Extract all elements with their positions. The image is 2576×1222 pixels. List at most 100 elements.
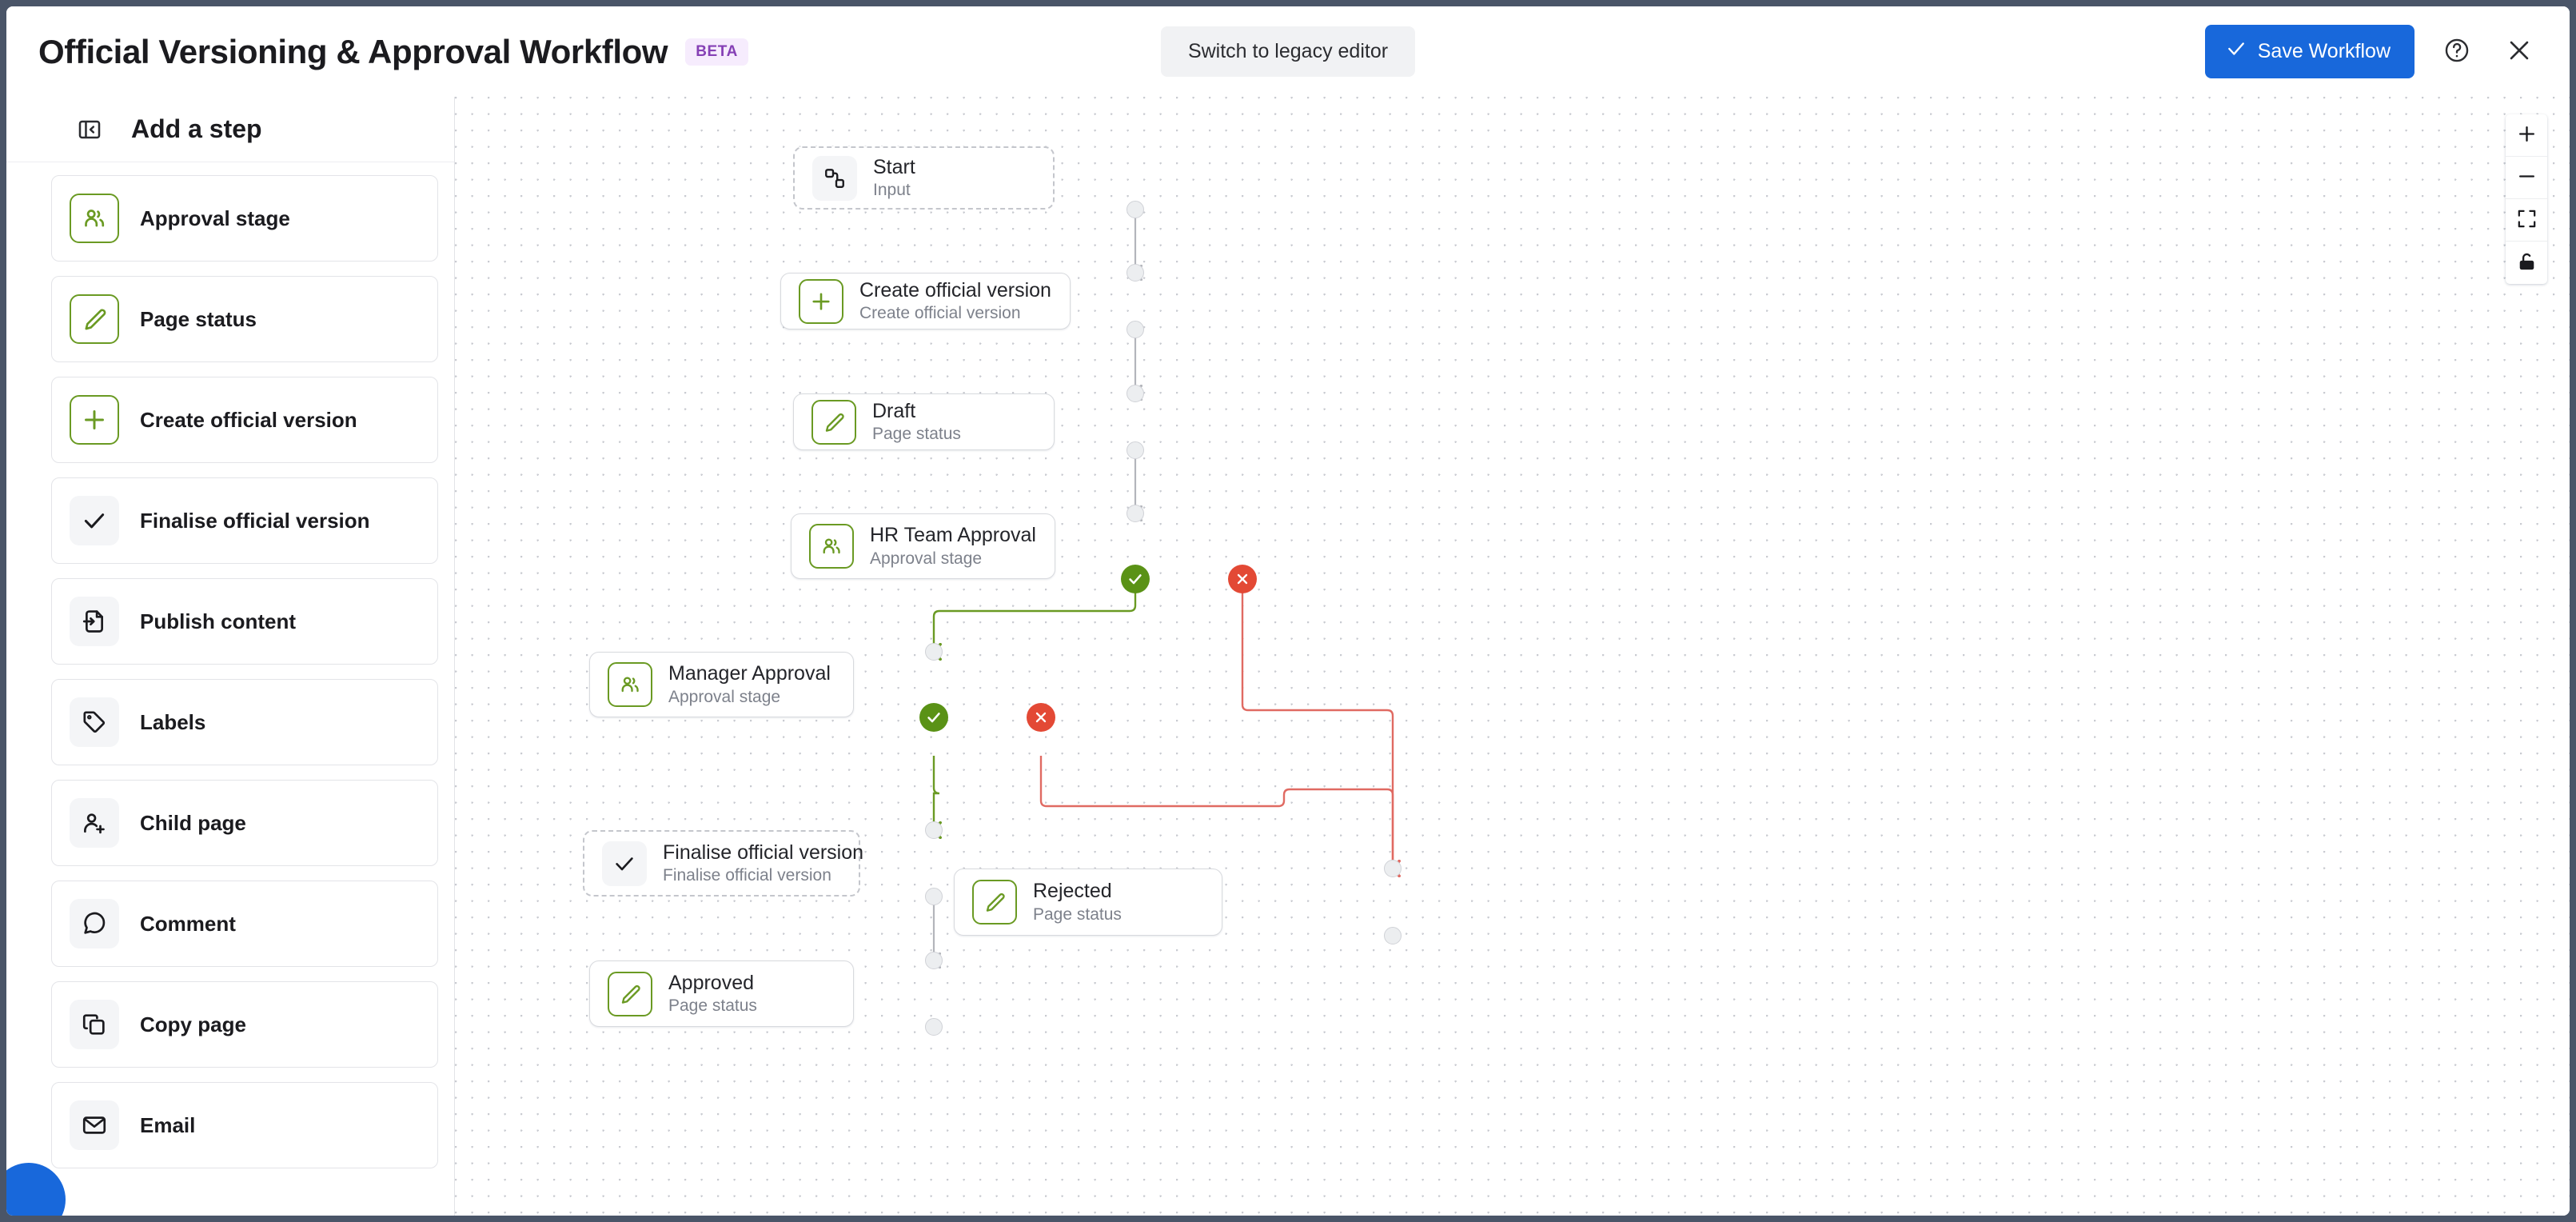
flow-node-subtitle: Page status bbox=[1033, 905, 1122, 924]
sidebar-step-copy-page[interactable]: Copy page bbox=[51, 981, 438, 1068]
approve-handle-manager[interactable] bbox=[919, 703, 948, 732]
sidebar-step-label: Page status bbox=[140, 306, 257, 331]
sidebar-step-comment[interactable]: Comment bbox=[51, 881, 438, 967]
fit-screen-icon bbox=[2516, 208, 2538, 232]
flow-node-title: Draft bbox=[872, 399, 916, 422]
reject-handle-manager[interactable] bbox=[1027, 703, 1055, 732]
flow-node-title: Finalise official version bbox=[663, 841, 864, 864]
flow-node-title: Start bbox=[873, 155, 915, 178]
zoom-in-button[interactable] bbox=[2506, 114, 2547, 157]
save-workflow-button[interactable]: Save Workflow bbox=[2204, 25, 2415, 78]
check-icon bbox=[2226, 38, 2247, 65]
sidebar-step-label: Create official version bbox=[140, 407, 357, 432]
pencil-icon bbox=[972, 880, 1017, 924]
flow-node-subtitle: Create official version bbox=[859, 304, 1021, 323]
sidebar-step-label: Labels bbox=[140, 709, 206, 734]
panel-collapse-icon[interactable] bbox=[77, 117, 102, 142]
sidebar-step-label: Approval stage bbox=[140, 206, 290, 230]
header-actions: Save Workflow bbox=[2204, 25, 2539, 78]
edge-manager-approve-finalise bbox=[934, 756, 939, 830]
node-handle-approved-1[interactable] bbox=[925, 1018, 943, 1036]
pencil-icon bbox=[70, 294, 119, 344]
cross-icon bbox=[1237, 573, 1248, 585]
publish-icon bbox=[70, 597, 119, 646]
reject-handle-hr[interactable] bbox=[1227, 565, 1257, 593]
sidebar-step-child-page[interactable]: Child page bbox=[51, 780, 438, 866]
plus-icon bbox=[799, 278, 843, 324]
node-handle-hr-0[interactable] bbox=[1126, 505, 1144, 522]
check-icon bbox=[70, 496, 119, 545]
fit-view-button[interactable] bbox=[2506, 199, 2547, 242]
node-handle-rejected-1[interactable] bbox=[1384, 927, 1402, 944]
edge-manager-reject-rejected bbox=[1039, 756, 1394, 869]
flow-node-subtitle: Approval stage bbox=[668, 687, 781, 706]
node-handle-finalise-0[interactable] bbox=[925, 821, 943, 839]
help-button[interactable] bbox=[2437, 32, 2477, 72]
node-handle-draft-1[interactable] bbox=[1126, 441, 1144, 459]
sidebar-step-finalise-official-version[interactable]: Finalise official version bbox=[51, 477, 438, 564]
sidebar-step-approval-stage[interactable]: Approval stage bbox=[51, 175, 438, 262]
unlock-icon bbox=[2516, 251, 2538, 275]
person-add-icon bbox=[70, 798, 119, 848]
comment-icon bbox=[70, 899, 119, 948]
node-handle-create-1[interactable] bbox=[1126, 321, 1144, 338]
flow-node-subtitle: Page status bbox=[668, 996, 757, 1016]
node-handle-rejected-0[interactable] bbox=[1384, 860, 1402, 877]
edge-hr-reject-rejected bbox=[1241, 579, 1393, 869]
sidebar-step-labels[interactable]: Labels bbox=[51, 679, 438, 765]
node-handle-finalise-1[interactable] bbox=[925, 888, 943, 905]
tag-icon bbox=[70, 697, 119, 747]
sidebar-title: Add a step bbox=[131, 114, 262, 143]
node-handle-start-0[interactable] bbox=[1126, 201, 1144, 218]
pencil-icon bbox=[608, 971, 652, 1016]
sidebar-step-publish-content[interactable]: Publish content bbox=[51, 578, 438, 665]
sidebar-step-label: Email bbox=[140, 1112, 196, 1137]
page-title: Official Versioning & Approval Workflow bbox=[38, 32, 668, 70]
save-workflow-label: Save Workflow bbox=[2257, 40, 2391, 62]
envelope-icon bbox=[70, 1100, 119, 1150]
check-icon bbox=[602, 841, 647, 886]
canvas-zoom-controls bbox=[2506, 114, 2547, 284]
node-handle-create-0[interactable] bbox=[1126, 264, 1144, 282]
approve-handle-hr[interactable] bbox=[1120, 565, 1150, 593]
close-icon bbox=[2506, 37, 2533, 66]
close-button[interactable] bbox=[2499, 32, 2539, 72]
sidebar-step-create-official-version[interactable]: Create official version bbox=[51, 377, 438, 463]
check-icon bbox=[1129, 574, 1142, 585]
copy-icon bbox=[70, 1000, 119, 1049]
minus-icon bbox=[2516, 166, 2538, 190]
lock-button[interactable] bbox=[2506, 242, 2547, 284]
edge-hr-approve-manager bbox=[934, 579, 1137, 652]
node-handle-manager-0[interactable] bbox=[925, 642, 943, 661]
people-icon bbox=[809, 524, 854, 569]
node-handle-approved-0[interactable] bbox=[925, 952, 943, 969]
node-handle-draft-0[interactable] bbox=[1126, 384, 1144, 402]
flow-node-subtitle: Approval stage bbox=[870, 549, 983, 568]
plus-icon bbox=[70, 395, 119, 445]
app-header: Official Versioning & Approval Workflow … bbox=[6, 6, 2570, 97]
pencil-icon bbox=[811, 399, 856, 445]
sidebar-step-email[interactable]: Email bbox=[51, 1082, 438, 1168]
zoom-out-button[interactable] bbox=[2506, 157, 2547, 199]
sidebar-step-page-status[interactable]: Page status bbox=[51, 276, 438, 362]
switch-to-legacy-editor-button[interactable]: Switch to legacy editor bbox=[1160, 26, 1416, 77]
cross-icon bbox=[1035, 712, 1047, 723]
help-circle-icon bbox=[2443, 37, 2470, 66]
